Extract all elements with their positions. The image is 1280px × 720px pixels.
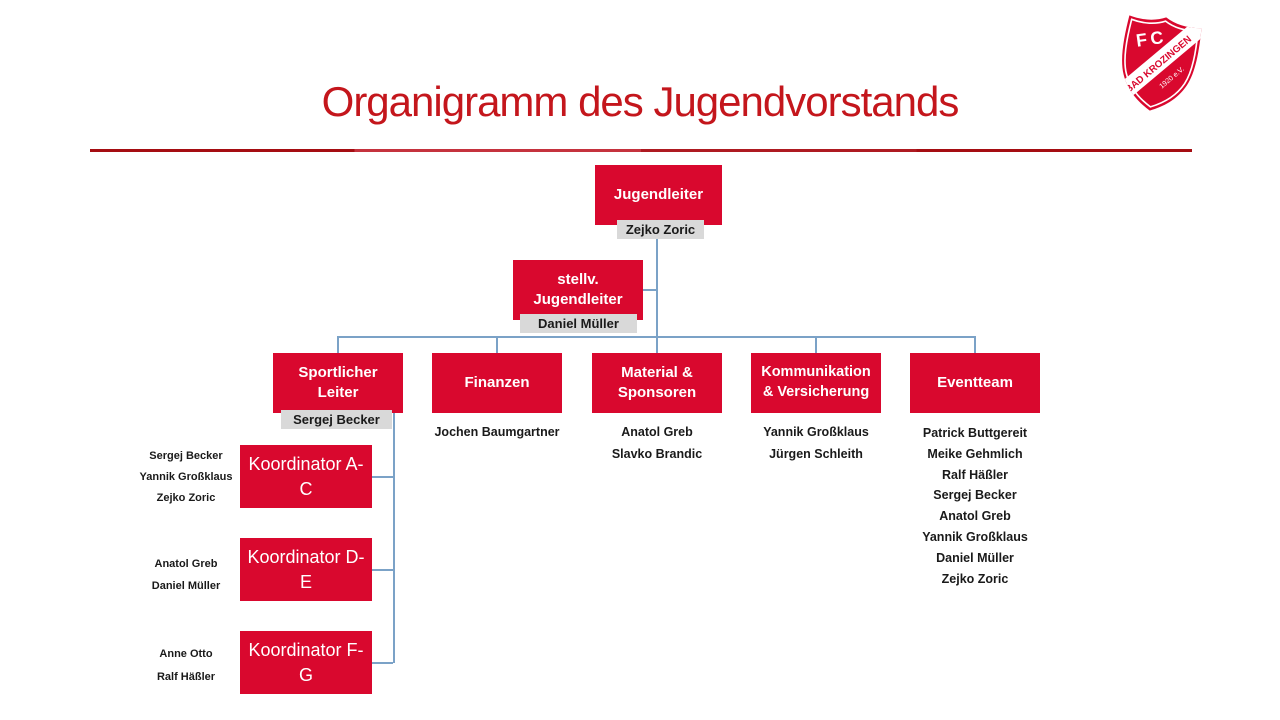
member-name: Meike Gehmlich [927, 446, 1023, 461]
member-name: Zejko Zoric [156, 492, 216, 504]
org-box-eventteam: Eventteam [910, 353, 1040, 413]
club-logo: BAD KROZINGEN 1920 e.V. FC [1110, 10, 1206, 118]
member-name: Slavko Brandic [611, 446, 703, 461]
connector-stub-koordinator-ac [372, 476, 393, 478]
member-name: Anatol Greb [154, 558, 218, 570]
holder-label-stellv-jugendleiter: Daniel Müller [520, 314, 637, 333]
org-box-title-line1: stellv. [557, 270, 599, 288]
page-title: Organigramm des Jugendvorstands [321, 78, 960, 125]
member-name: Yannik Großklaus [922, 529, 1028, 544]
connector-root-vertical [656, 225, 658, 337]
member-name: Sergej Becker [149, 450, 223, 462]
org-box-finanzen: Finanzen [432, 353, 562, 413]
member-name: Patrick Buttgereit [922, 426, 1028, 440]
holder-name: Zejko Zoric [625, 222, 696, 237]
org-box-title: Finanzen [464, 373, 530, 391]
member-name: Yannik Großklaus [139, 471, 233, 483]
holder-label-jugendleiter: Zejko Zoric [617, 220, 704, 239]
org-box-jugendleiter: Jugendleiter [595, 165, 722, 225]
connector-drop-sport [337, 336, 339, 353]
logo-club-initials: FC [1135, 27, 1168, 51]
member-name: Jürgen Schleith [769, 446, 863, 461]
holder-name: Sergej Becker [293, 412, 380, 427]
member-name: Jochen Baumgartner [434, 425, 560, 439]
org-box-koordinator-ac: Koordinator A-C [240, 445, 372, 508]
member-name: Ralf Häßler [156, 671, 216, 683]
member-name: Yannik Großklaus [763, 425, 869, 439]
holder-label-sportlicher-leiter: Sergej Becker [281, 410, 392, 429]
org-box-title: Jugendleiter [613, 185, 704, 203]
org-box-kommunikation-versicherung: Kommunikation & Versicherung [751, 353, 881, 413]
connector-koordinator-vertical [393, 413, 395, 663]
member-name: Sergej Becker [933, 488, 1017, 503]
org-box-title-line2: Jugendleiter [533, 291, 623, 308]
org-box-sportlicher-leiter: Sportlicher Leiter [273, 353, 403, 413]
title-divider [90, 149, 1192, 152]
org-box-stellv-jugendleiter: stellv. Jugendleiter [513, 260, 643, 320]
member-name: Anne Otto [159, 648, 213, 660]
org-box-koordinator-de: Koordinator D-E [240, 538, 372, 601]
connector-drop-eventteam [974, 336, 976, 353]
member-name: Anatol Greb [939, 509, 1011, 524]
org-box-title: Koordinator A-C [248, 454, 364, 499]
member-name: Zejko Zoric [941, 571, 1009, 586]
org-box-title: Material & Sponsoren [617, 363, 697, 401]
org-box-title: Koordinator D-E [247, 547, 365, 592]
org-box-title: Eventteam [937, 373, 1013, 391]
connector-stub-koordinator-fg [372, 662, 393, 664]
holder-name: Daniel Müller [538, 316, 619, 331]
org-box-title: Sportlicher Leiter [298, 363, 378, 401]
connector-drop-finanzen [496, 336, 498, 353]
club-crest-icon: BAD KROZINGEN 1920 e.V. FC [1112, 10, 1204, 118]
member-name: Daniel Müller [936, 550, 1014, 565]
connector-stub-koordinator-de [372, 569, 393, 571]
member-name: Anatol Greb [621, 425, 693, 439]
connector-drop-material [656, 336, 658, 353]
member-list-finanzen: Jochen Baumgartner [427, 422, 567, 444]
org-box-koordinator-fg: Koordinator F-G [240, 631, 372, 694]
connector-drop-kommunikation [815, 336, 817, 353]
org-box-material-sponsoren: Material & Sponsoren [592, 353, 722, 413]
org-box-title: Kommunikation & Versicherung [761, 364, 871, 400]
member-name: Ralf Häßler [942, 467, 1008, 482]
member-name: Daniel Müller [151, 580, 221, 592]
org-box-title: Koordinator F-G [248, 640, 364, 685]
connector-deputy-stub [643, 289, 656, 291]
